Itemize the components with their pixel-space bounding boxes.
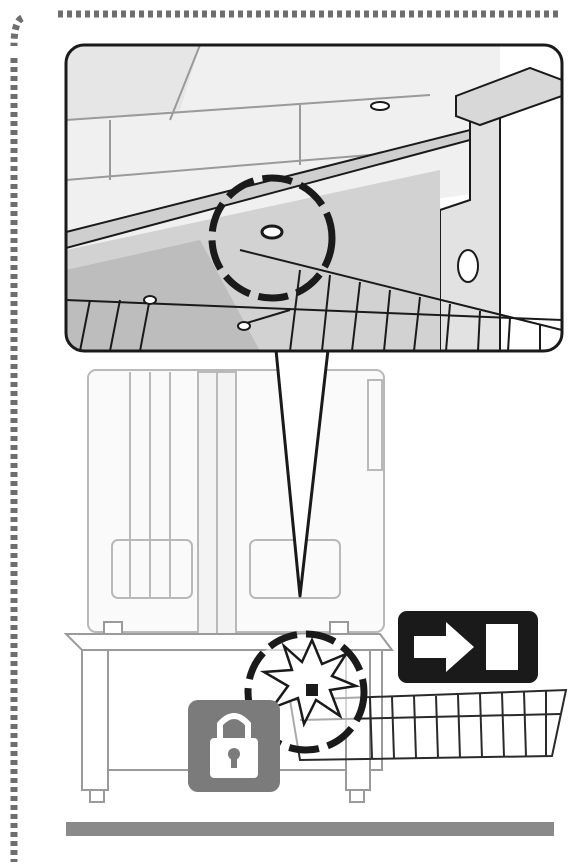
magnified-detail-icon [66, 45, 562, 351]
floor-line [66, 822, 554, 836]
appliance-body [88, 370, 384, 650]
padlock-icon [188, 700, 280, 792]
arrow-into-slot-icon [398, 611, 538, 683]
